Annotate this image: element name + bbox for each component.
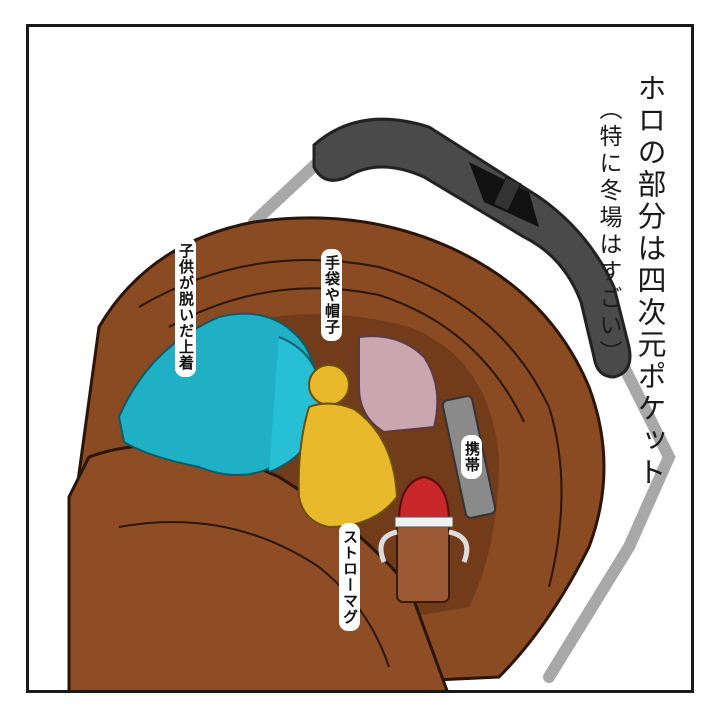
- label-phone: 携帯: [461, 435, 482, 479]
- caption-line-2: （特に冬場はすごい）: [595, 97, 621, 367]
- hat: [297, 402, 399, 529]
- label-gloves-hat: 手袋や帽子: [321, 249, 342, 341]
- handle-strap-buckle: [492, 176, 522, 212]
- mug-cap: [397, 475, 451, 523]
- canopy-rib-2: [168, 287, 525, 423]
- label-straw-mug: ストローマグ: [339, 523, 360, 631]
- canopy-rib-3: [548, 406, 563, 588]
- gloves: [358, 335, 439, 434]
- stroller-canopy-illustration: [67, 117, 676, 690]
- hat-pompom: [308, 364, 350, 406]
- stroller-frame-right: [543, 351, 676, 683]
- canopy-rib-1: [138, 259, 550, 408]
- mug-body: [396, 521, 450, 603]
- comic-panel: ホロの部分は四次元ポケット （特に冬場はすごい） 子供が脱いだ上着 手袋や帽子 …: [26, 24, 694, 693]
- seat-fold: [118, 521, 390, 668]
- label-coat: 子供が脱いだ上着: [175, 237, 196, 377]
- caption-line-1: ホロの部分は四次元ポケット: [633, 73, 667, 489]
- stroller-handle: [312, 117, 632, 379]
- mug-handles: [378, 529, 470, 563]
- mug-lid-band: [394, 516, 454, 528]
